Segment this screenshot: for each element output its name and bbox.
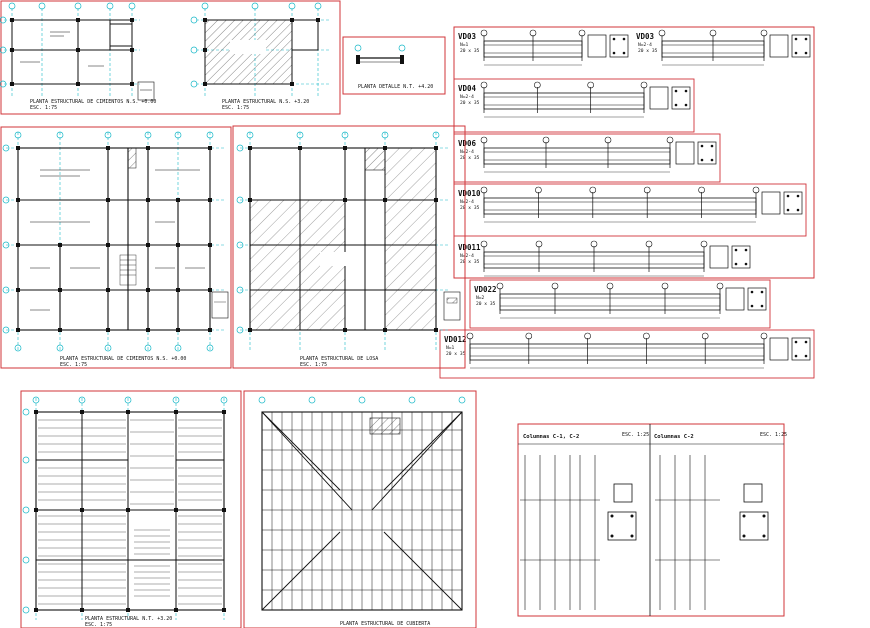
panel-plan-cubierta-bottom: PLANTA ESTRUCTURAL DE CUBIERTA [243,390,477,628]
beam-section: 20 x 35 [476,301,496,307]
panel-title: PLANTA ESTRUCTURAL DE CUBIERTA [340,621,430,627]
column-scale: ESC. 1:25 [760,432,787,438]
panel-scale: ESC. 1:75 [60,362,87,368]
beam-tag: VD012 [444,335,467,344]
beam-level: N=2-4 [460,253,474,259]
panel-title: PLANTA ESTRUCTURAL N.T. +3.20 [85,616,172,622]
beam-section: 20 x 35 [460,259,480,265]
panel-plan-cimientos-top: PLANTA ESTRUCTURAL DE CIMIENTOS N.S. +0.… [0,0,341,115]
panel-scale: ESC. 1:75 [300,362,327,368]
panel-plan-vigas-bottom: PLANTA ESTRUCTURAL N.T. +3.20 ESC. 1:75 [20,390,242,628]
beam-section: 20 x 35 [638,48,658,54]
panel-scale: ESC. 1:75 [30,105,57,111]
beam-section: 20 x 35 [446,351,466,357]
panel-plan-cimientos-mid: PLANTA ESTRUCTURAL DE CIMIENTOS N.S. +0.… [0,126,232,369]
panel-detalle-small: PLANTA DETALLE N.T. +4.20 [342,36,446,95]
beam-level: N=2-4 [460,199,474,205]
panel-plan-entrepiso-top: PLANTA ESTRUCTURAL N.S. +3.20 ESC. 1:75 [190,2,330,111]
beam-level: N=2-4 [460,149,474,155]
beam-section: 20 x 35 [460,48,480,54]
beam-level: N=2 [476,295,485,301]
beam-tag: VD06 [458,139,477,148]
panel-scale: ESC. 1:75 [85,622,112,628]
column-scale: ESC. 1:25 [622,432,649,438]
beam-level: N=1 [446,345,455,351]
beam-tag: VD022 [474,285,497,294]
beam-tag: VD04 [458,84,477,93]
beam-section: 20 x 35 [460,205,480,211]
panel-title: PLANTA ESTRUCTURAL DE CIMIENTOS N.S. +0.… [60,356,186,362]
beam-tag: VD011 [458,243,481,252]
panel-title: PLANTA ESTRUCTURAL DE CIMIENTOS N.S. +0.… [30,99,156,105]
beam-section: 20 x 35 [460,155,480,161]
columns-detail: Columnas C-1, C-2 Columnas C-2 ESC. 1:25… [517,423,787,617]
column-title: Columnas C-2 [654,434,694,440]
beam-level: N=2-4 [460,94,474,100]
column-title: Columnas C-1, C-2 [523,434,579,440]
panel-plan-losa-mid: PLANTA ESTRUCTURAL DE LOSA ESC. 1:75 [232,125,466,369]
beam-details-frame [453,26,815,279]
panel-scale: ESC. 1:75 [222,105,249,111]
panel-title: PLANTA ESTRUCTURAL N.S. +3.20 [222,99,309,105]
beam-section: 20 x 35 [460,100,480,106]
beam-level: N=2-4 [638,42,652,48]
panel-title: PLANTA DETALLE N.T. +4.20 [358,84,433,90]
beam-tag: VD010 [458,189,481,198]
beam-level: N=1 [460,42,469,48]
beam-tag: VD03 [458,32,477,41]
beam-tag: VD03 [636,32,655,41]
panel-title: PLANTA ESTRUCTURAL DE LOSA [300,356,378,362]
